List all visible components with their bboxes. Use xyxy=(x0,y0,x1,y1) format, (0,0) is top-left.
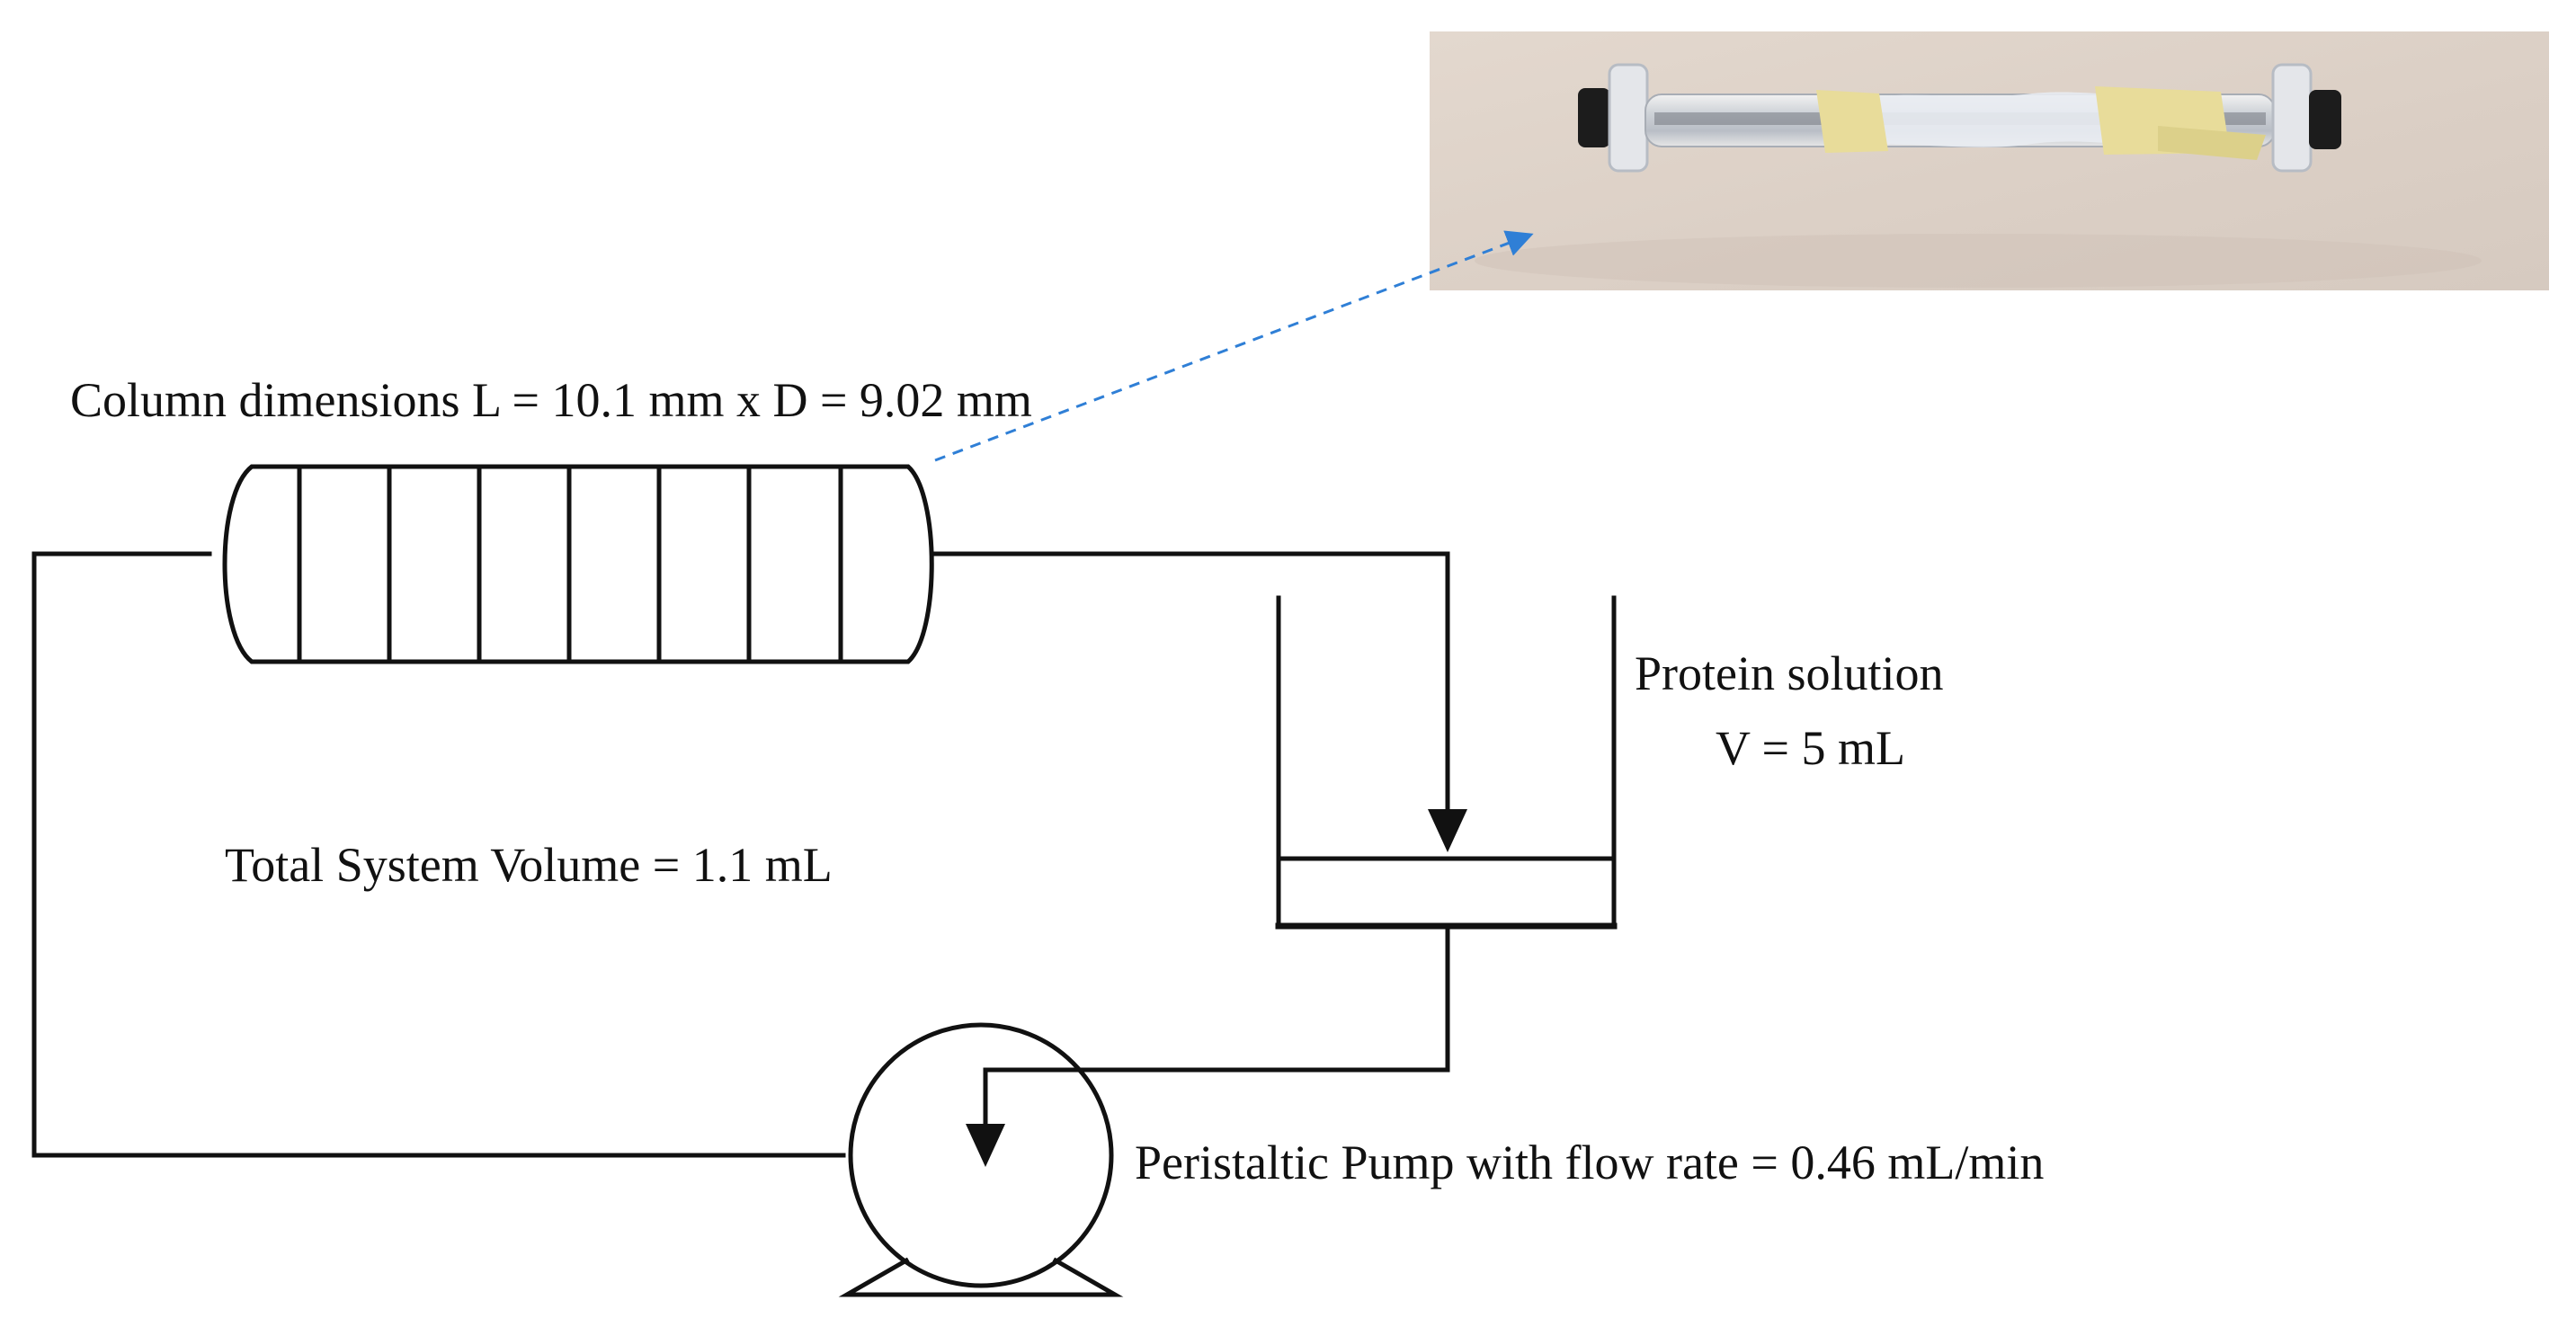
column-end-cap-right xyxy=(2309,90,2341,149)
tape-wrap xyxy=(1816,90,1888,153)
callout-arrow xyxy=(934,230,1534,462)
column-end-cap-left xyxy=(1578,88,1610,147)
reservoir xyxy=(1275,595,1618,930)
flow-arrowhead-pump xyxy=(966,1124,1005,1167)
packed-column-photo xyxy=(1430,31,2549,290)
pump-inlet-line xyxy=(983,1067,1450,1140)
protein-solution-volume: V = 5 mL xyxy=(1716,721,1905,775)
column-dimensions-label: Column dimensions L = 10.1 mm x D = 9.02… xyxy=(70,373,1032,427)
protein-solution-title: Protein solution xyxy=(1635,646,1944,700)
total-system-volume-label: Total System Volume = 1.1 mL xyxy=(225,838,833,892)
pump-label: Peristaltic Pump with flow rate = 0.46 m… xyxy=(1135,1136,2045,1189)
flow-arrowhead-reservoir xyxy=(1428,809,1467,852)
peristaltic-pump xyxy=(838,1022,1124,1297)
packed-column xyxy=(222,464,934,664)
